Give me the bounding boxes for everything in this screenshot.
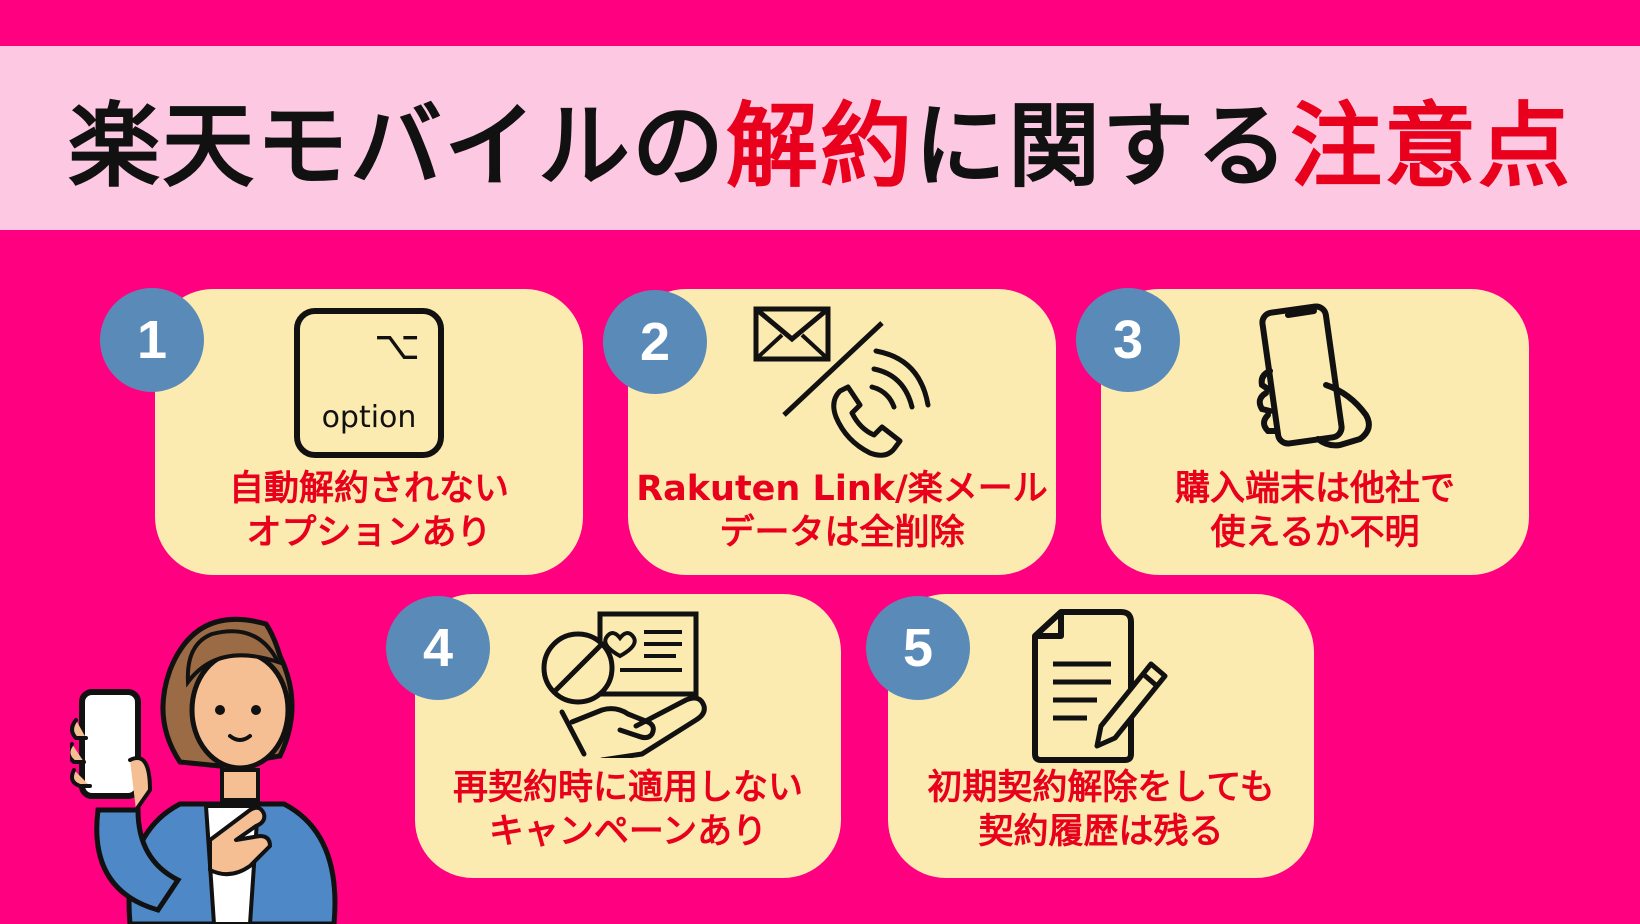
badge-5: 5 [866, 596, 970, 700]
option-key-icon: ⌥ option [294, 308, 444, 458]
page-title: 楽天モバイルの解約に関する注意点 [68, 72, 1572, 205]
title-accent1: 解約 [725, 92, 914, 200]
hand-offer-discount-icon [541, 611, 707, 758]
title-part1: 楽天モバイルの [67, 92, 726, 200]
badge-2: 2 [603, 290, 707, 394]
point-card-5-caption: 初期契約解除をしても 契約履歴は残る [888, 766, 1314, 854]
point-card-5-line1: 初期契約解除をしても [927, 768, 1275, 808]
point-card-3-line1: 購入端末は他社で [1174, 469, 1455, 509]
point-card-4-line1: 再契約時に適用しない [452, 768, 803, 808]
mail-phone-slash-icon [753, 306, 931, 458]
badge-3: 3 [1076, 288, 1180, 392]
point-card-3-caption: 購入端末は他社で 使えるか不明 [1101, 467, 1529, 555]
point-card-1-caption: 自動解約されない オプションあり [155, 467, 583, 555]
document-pen-icon [1032, 609, 1168, 763]
point-card-1-line1: 自動解約されない [228, 469, 509, 509]
title-banner: 楽天モバイルの解約に関する注意点 [0, 46, 1640, 230]
point-card-2-line1: Rakuten Link/楽メール [636, 469, 1048, 509]
point-card-4-caption: 再契約時に適用しない キャンペーンあり [415, 766, 841, 854]
point-card-1-line2: オプションあり [246, 513, 492, 553]
point-card-3: 購入端末は他社で 使えるか不明 [1101, 289, 1529, 575]
badge-1: 1 [100, 288, 204, 392]
woman-illustration [70, 616, 338, 924]
point-card-3-line2: 使えるか不明 [1210, 513, 1420, 553]
option-key-label: option [322, 400, 417, 435]
point-card-5-line2: 契約履歴は残る [978, 812, 1224, 852]
point-card-4: 再契約時に適用しない キャンペーンあり [415, 594, 841, 878]
point-card-4-line2: キャンペーンあり [488, 812, 768, 852]
point-card-2: Rakuten Link/楽メール データは全削除 [628, 289, 1056, 575]
hand-holding-phone-icon [1256, 303, 1372, 449]
badge-4: 4 [386, 596, 490, 700]
point-card-2-caption: Rakuten Link/楽メール データは全削除 [628, 467, 1056, 555]
title-part2: に関する [914, 92, 1291, 200]
point-card-2-line2: データは全削除 [719, 513, 965, 553]
title-accent2: 注意点 [1290, 92, 1573, 200]
point-card-1: ⌥ option 自動解約されない オプションあり [155, 289, 583, 575]
option-key-symbol: ⌥ [374, 323, 420, 369]
